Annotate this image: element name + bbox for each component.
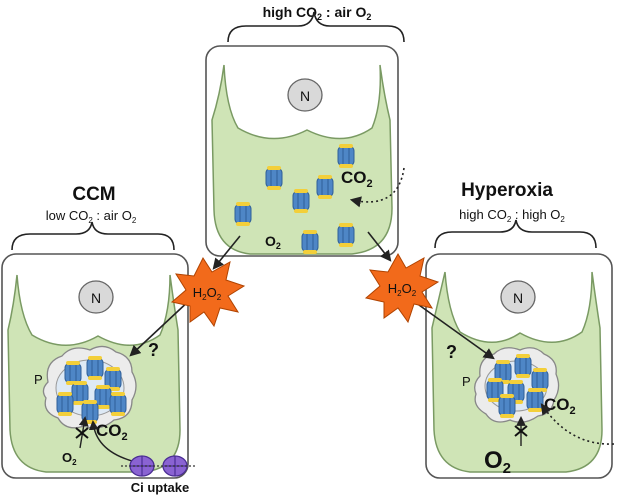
top-to-left-arrow: [212, 235, 241, 270]
top-to-right-arrow: [367, 231, 392, 262]
svg-text:?: ?: [446, 342, 457, 362]
svg-text:CO2: CO2: [341, 168, 373, 190]
svg-text:H2O2: H2O2: [388, 281, 417, 298]
right-pyrenoid: [474, 347, 560, 423]
right-nucleus: N: [500, 280, 536, 314]
svg-text:P: P: [462, 374, 471, 389]
right-condition-label: high CO2 : high O2: [459, 207, 565, 224]
svg-text:high CO2 : air O2: high CO2 : air O2: [263, 4, 372, 22]
right-o2-label: O2: [484, 447, 511, 477]
svg-text:Ci uptake: Ci uptake: [131, 480, 190, 495]
left-co2-arrow: [88, 420, 137, 463]
svg-text:low CO2 : air O2: low CO2 : air O2: [46, 208, 137, 225]
left-nucleus: N: [78, 280, 114, 314]
svg-text:O2: O2: [62, 450, 77, 467]
right-block-x: [514, 425, 528, 437]
right-question-mark: ?: [446, 342, 457, 362]
top-nucleus: N: [287, 78, 323, 112]
svg-text:O2: O2: [484, 447, 511, 477]
right-h2o2-burst: H2O2: [364, 252, 440, 324]
left-pyrenoid-label: P: [34, 372, 43, 387]
right-h2o2-arrow: [411, 299, 495, 360]
left-h2o2-arrow: [129, 297, 193, 357]
top-co2-label: CO2: [341, 168, 373, 190]
svg-text:H2O2: H2O2: [193, 285, 222, 302]
svg-text:?: ?: [148, 340, 159, 360]
left-block-x: [75, 427, 89, 439]
svg-text:O2: O2: [265, 233, 281, 251]
svg-text:N: N: [300, 88, 310, 104]
top-brace: [227, 11, 405, 43]
ci-uptake-label: Ci uptake: [131, 480, 190, 495]
left-pyrenoid: [42, 345, 137, 429]
right-co2-dotted-arrow: [540, 403, 615, 445]
top-chloroplast: [211, 64, 393, 255]
left-title: CCM: [72, 184, 115, 205]
svg-text:Hyperoxia: Hyperoxia: [461, 180, 553, 201]
left-brace: [11, 221, 175, 251]
left-condition-label: low CO2 : air O2: [46, 208, 137, 225]
svg-text:N: N: [91, 290, 101, 306]
svg-text:CO2: CO2: [96, 421, 128, 443]
svg-text:CCM: CCM: [72, 184, 115, 205]
left-question-mark: ?: [148, 340, 159, 360]
right-pyrenoid-label: P: [462, 374, 471, 389]
top-o2-label: O2: [265, 233, 281, 251]
svg-text:N: N: [513, 290, 523, 306]
left-h2o2-burst: H2O2: [170, 256, 246, 328]
svg-text:P: P: [34, 372, 43, 387]
right-title: Hyperoxia: [461, 180, 553, 201]
svg-text:high CO2 : high O2: high CO2 : high O2: [459, 207, 565, 224]
left-co2-label: CO2: [96, 421, 128, 443]
top-condition-label: high CO2 : air O2: [263, 4, 372, 22]
right-brace: [434, 219, 597, 249]
left-o2-label: O2: [62, 450, 77, 467]
